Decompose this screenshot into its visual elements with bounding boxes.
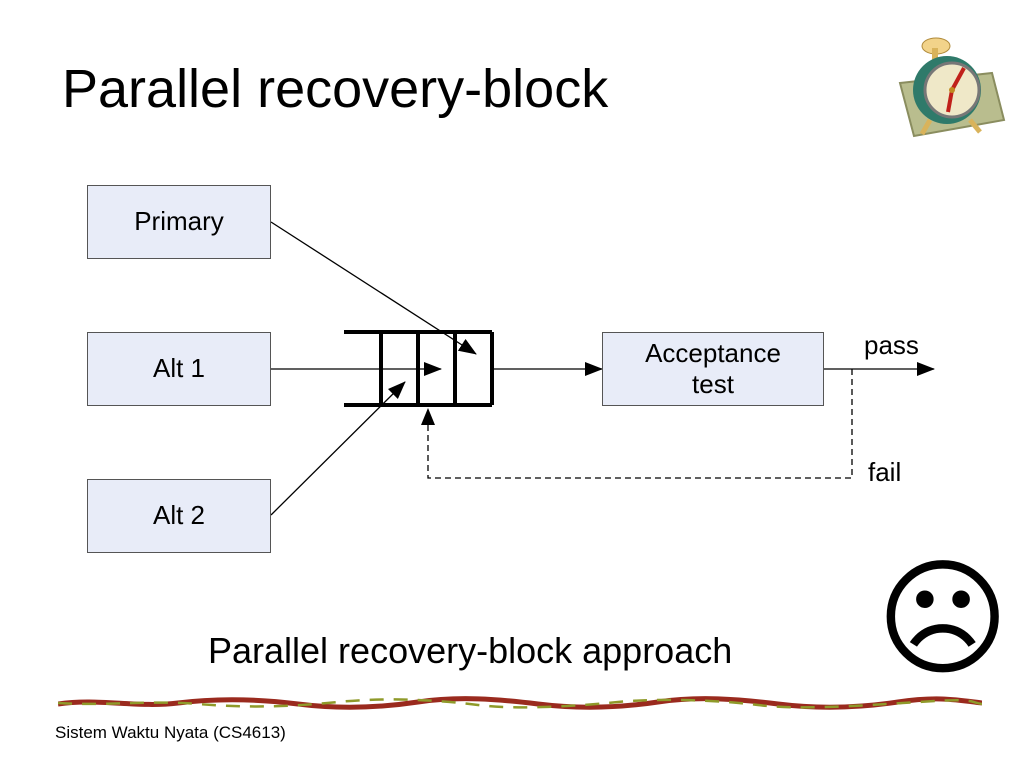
slide-title: Parallel recovery-block	[62, 59, 609, 119]
alarm-clock-icon	[898, 37, 1006, 138]
alt1-box: Alt 1	[87, 332, 271, 406]
diagram-caption: Parallel recovery-block approach	[208, 630, 733, 671]
sad-face-icon: ☹	[876, 545, 1010, 694]
alt2-label: Alt 2	[152, 500, 206, 531]
acceptance-test-label: Acceptance test	[645, 337, 781, 399]
primary-arrow	[270, 221, 477, 355]
alt1-label: Alt 1	[152, 353, 206, 384]
decorative-divider	[58, 696, 982, 710]
fail-arrowhead	[421, 408, 435, 425]
alt2-box: Alt 2	[87, 479, 271, 553]
primary-box: Primary	[87, 185, 271, 259]
fail-feedback-path	[427, 369, 853, 479]
pass-label: pass	[864, 330, 919, 360]
alt2-arrow	[270, 381, 406, 516]
fail-label: fail	[868, 457, 902, 487]
acceptance-test-box: Acceptance test	[602, 332, 824, 406]
footer-text: Sistem Waktu Nyata (CS4613)	[55, 723, 286, 742]
primary-label: Primary	[134, 206, 224, 237]
